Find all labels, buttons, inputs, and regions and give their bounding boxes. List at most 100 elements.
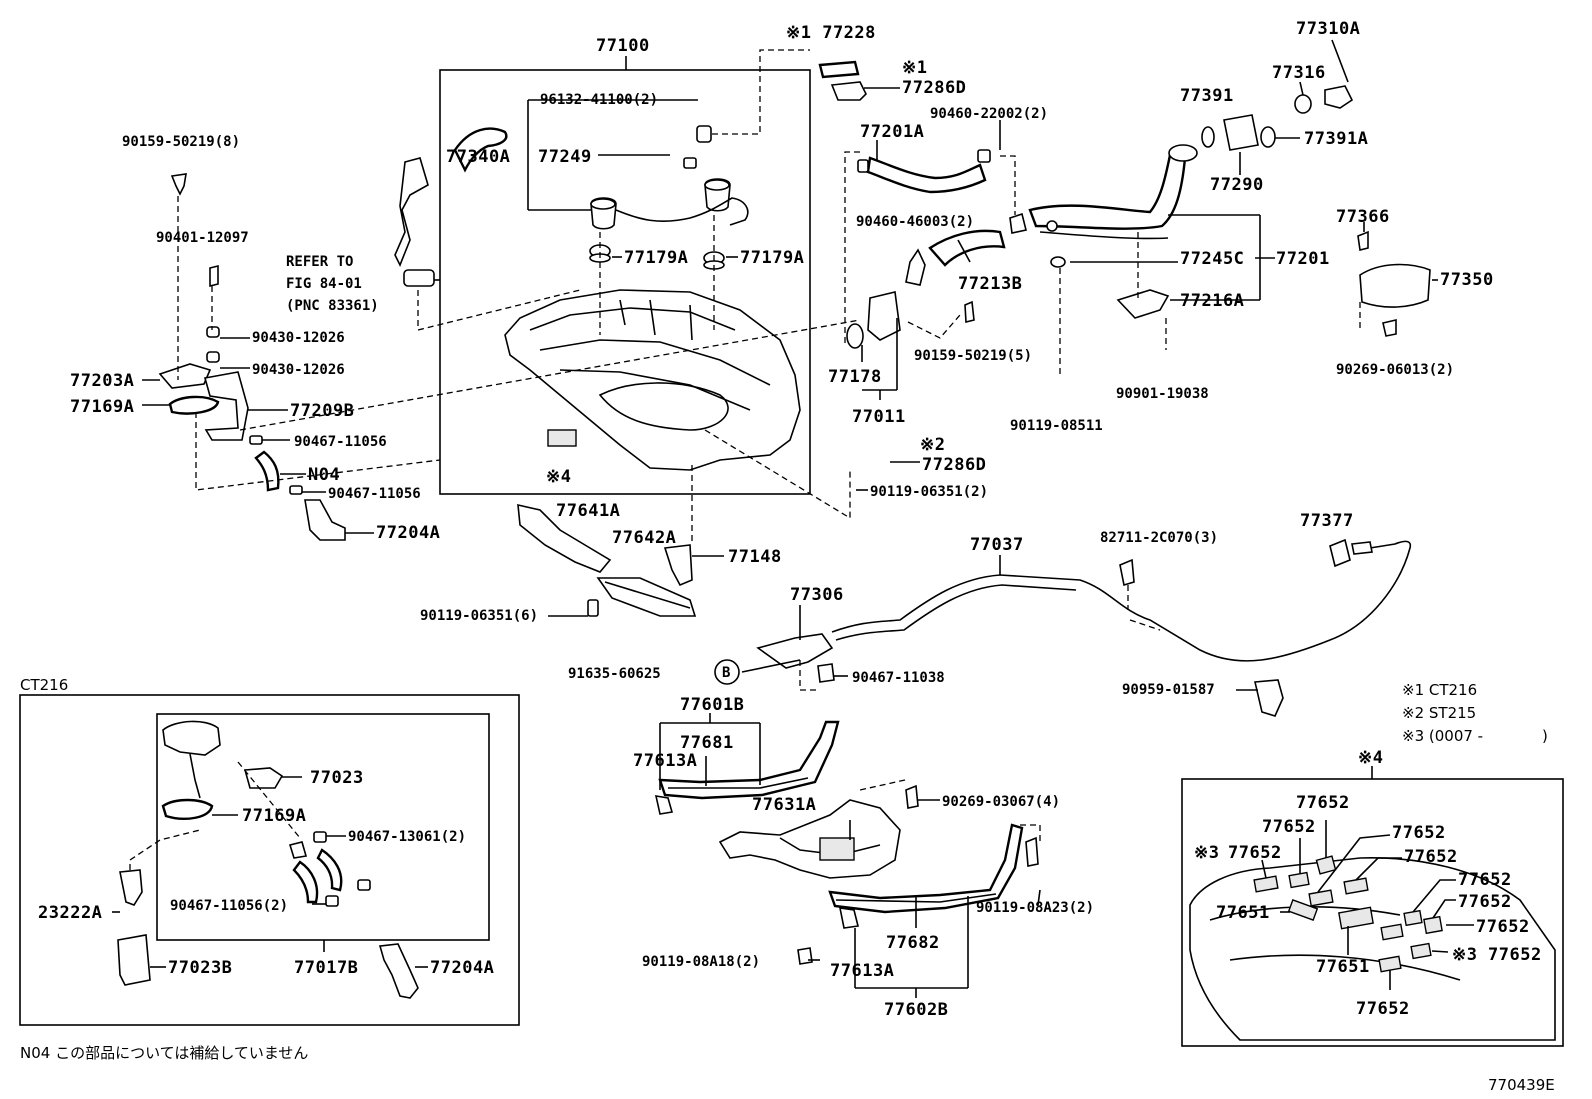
label-77350: 77350 — [1440, 270, 1494, 290]
label-77245C: 77245C — [1180, 249, 1244, 269]
label-77203A: 77203A — [70, 371, 134, 391]
label-refer-3: (PNC 83361) — [286, 298, 379, 314]
label-96132: 96132-41100(2) — [540, 92, 658, 108]
note-1: ※1 CT216 — [1402, 681, 1477, 699]
label-p4-77652-c: 77652 — [1392, 823, 1446, 843]
ct216-parts — [117, 720, 419, 999]
fuel-tank — [504, 289, 801, 471]
label-N04: N04 — [308, 465, 340, 485]
label-77306: 77306 — [790, 585, 844, 605]
label-77011: 77011 — [852, 407, 906, 427]
note-3-close: ) — [1542, 727, 1548, 745]
label-77179A-1: 77179A — [624, 248, 688, 268]
label-77682: 77682 — [886, 933, 940, 953]
label-77613A-2: 77613A — [830, 961, 894, 981]
note-n04-japanese: N04 この部品については補給していません — [20, 1044, 308, 1062]
label-77316: 77316 — [1272, 63, 1326, 83]
label-77340A: 77340A — [446, 147, 510, 167]
label-90119-06351-6: 90119-06351(6) — [420, 608, 538, 624]
tank-straps — [654, 720, 1039, 965]
label-90460-22002: 90460-22002(2) — [930, 106, 1048, 122]
label-91635: 91635-60625 — [568, 666, 661, 682]
ct216-panel — [19, 694, 520, 1026]
label-90959: 90959-01587 — [1122, 682, 1215, 698]
label-90467-11056-1: 90467-11056 — [294, 434, 387, 450]
tank-protectors — [517, 503, 697, 617]
label-p4-mark-3a: ※3 — [1194, 843, 1219, 863]
label-77601B: 77601B — [680, 695, 744, 715]
filler-pipe — [1028, 85, 1354, 319]
label-77286D-1-mark: ※1 — [902, 58, 927, 78]
note-3: ※3 (0007 - — [1402, 727, 1483, 745]
label-77377: 77377 — [1300, 511, 1354, 531]
label-77613A-1: 77613A — [633, 751, 697, 771]
label-77642A: 77642A — [612, 528, 676, 548]
label-77201A: 77201A — [860, 122, 924, 142]
label-77037: 77037 — [970, 535, 1024, 555]
label-77290: 77290 — [1210, 175, 1264, 195]
dashed-leaders — [177, 49, 1361, 842]
label-90119-08511: 90119-08511 — [1010, 418, 1103, 434]
reference-circle-b — [714, 659, 740, 685]
label-77286D-2: 77286D — [922, 455, 986, 475]
figure-code: 770439E — [1488, 1076, 1555, 1094]
label-90430-1: 90430-12026 — [252, 330, 345, 346]
label-77249: 77249 — [538, 147, 592, 167]
ct216-inner-frame — [156, 713, 490, 941]
label-ct-90467-13061: 90467-13061(2) — [348, 829, 466, 845]
fuel-pump-pair — [453, 125, 749, 230]
label-77681: 77681 — [680, 733, 734, 753]
label-77100: 77100 — [596, 36, 650, 56]
ct216-panel-title: CT216 — [20, 676, 68, 694]
fuel-door — [1359, 263, 1431, 308]
label-77201: 77201 — [1276, 249, 1330, 269]
label-ct-77204A: 77204A — [430, 958, 494, 978]
label-ct-23222A: 23222A — [38, 903, 102, 923]
label-p4-77651-b: 77651 — [1316, 957, 1370, 977]
lock-cable-parts — [756, 538, 1412, 717]
label-77213B: 77213B — [958, 274, 1022, 294]
label-77179A-2: 77179A — [740, 248, 804, 268]
label-p4-77652-d: 77652 — [1228, 843, 1282, 863]
label-90901: 90901-19038 — [1116, 386, 1209, 402]
label-77286D-1: 77286D — [902, 78, 966, 98]
label-p4-77652-i: 77652 — [1488, 945, 1542, 965]
label-77391: 77391 — [1180, 86, 1234, 106]
label-ct-77017B: 77017B — [294, 958, 358, 978]
label-refer-1: REFER TO — [286, 254, 353, 270]
label-77209B: 77209B — [290, 401, 354, 421]
label-p4-77652-j: 77652 — [1356, 999, 1410, 1019]
label-p4-77652-g: 77652 — [1458, 892, 1512, 912]
label-77310A: 77310A — [1296, 19, 1360, 39]
label-90269-06013: 90269-06013(2) — [1336, 362, 1454, 378]
vent-hose-parts — [818, 60, 1027, 349]
label-90269-03067: 90269-03067(4) — [942, 794, 1060, 810]
label-ct-77169A: 77169A — [242, 806, 306, 826]
note-2: ※2 ST215 — [1402, 704, 1476, 722]
ct216-leaders — [112, 761, 428, 968]
label-90159-50219-8: 90159-50219(8) — [122, 134, 240, 150]
label-77286D-2-mark: ※2 — [920, 435, 945, 455]
label-p4-77651-a: 77651 — [1216, 903, 1270, 923]
detail-4-panel-title: ※4 — [1358, 748, 1383, 768]
detail-4-leaders — [1261, 820, 1474, 990]
label-refer-2: FIG 84-01 — [286, 276, 362, 292]
leader-lines — [142, 39, 1438, 998]
label-77602B: 77602B — [884, 1000, 948, 1020]
label-77366: 77366 — [1336, 207, 1390, 227]
label-p4-mark-3b: ※3 — [1452, 945, 1477, 965]
label-90467-11038: 90467-11038 — [852, 670, 945, 686]
label-90460-46003: 90460-46003(2) — [856, 214, 974, 230]
label-77391A: 77391A — [1304, 129, 1368, 149]
label-90430-2: 90430-12026 — [252, 362, 345, 378]
label-77631A: 77631A — [752, 795, 816, 815]
label-90119-08A23: 90119-08A23(2) — [976, 900, 1094, 916]
label-ct-77023: 77023 — [310, 768, 364, 788]
label-mark-4: ※4 — [546, 467, 571, 487]
detail-4-tank — [1189, 855, 1556, 1041]
label-77216A: 77216A — [1180, 291, 1244, 311]
label-90467-11056-2: 90467-11056 — [328, 486, 421, 502]
label-90119-06351-2: 90119-06351(2) — [870, 484, 988, 500]
left-side-parts — [158, 157, 435, 541]
label-82711: 82711-2C070(3) — [1100, 530, 1218, 546]
